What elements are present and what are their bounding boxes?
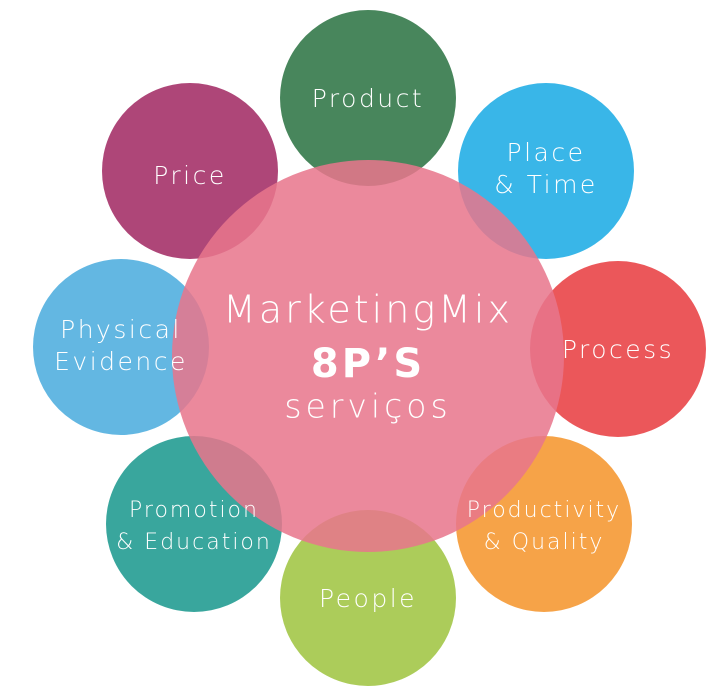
physical-evidence-label-2: Evidence [54,347,188,376]
price-label-1: Price [153,161,227,190]
process-label-1: Process [562,335,674,364]
promotion-education-label-1: Promotion [129,498,259,523]
process-circle [530,261,706,437]
productivity-quality-label-2: & Quality [484,530,605,555]
center-circle [172,160,564,552]
center-title: MarketingMix [223,288,513,332]
center-subtitle: 8P’S [311,341,425,387]
product-circle [280,10,456,186]
place-time-label-1: Place [507,138,586,167]
physical-evidence-label-1: Physical [60,315,182,344]
place-time-label-2: & Time [494,170,598,199]
product-label-1: Product [312,84,424,113]
center-caption: serviços [284,387,451,426]
physical-evidence-circle [33,259,209,435]
productivity-quality-label-1: Productivity [467,498,621,523]
promotion-education-label-2: & Education [116,530,272,555]
people-circle [280,510,456,686]
people-label-1: People [319,584,417,613]
